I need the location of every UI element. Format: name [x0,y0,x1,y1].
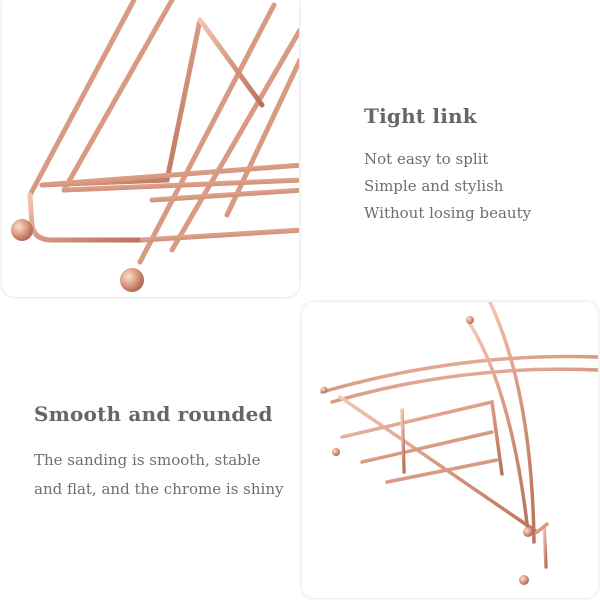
rack-wire-illustration [320,302,598,585]
feature-smooth-rounded: Smooth and rounded The sanding is smooth… [34,402,283,504]
feature-line: Not easy to split [364,150,489,168]
product-photo-rack-curve [302,302,598,598]
feature-line: and flat, and the chrome is shiny [34,480,284,498]
feature-tight-link: Tight link Not easy to split Simple and … [364,104,531,227]
product-photo-rack-feet [2,0,299,297]
rack-wire-illustration [11,0,299,292]
feature-line: Without losing beauty [364,204,532,222]
feature-title: Tight link [364,104,477,128]
feature-title: Smooth and rounded [34,402,273,426]
feature-line: The sanding is smooth, stable [34,451,261,469]
feature-line: Simple and stylish [364,177,504,195]
